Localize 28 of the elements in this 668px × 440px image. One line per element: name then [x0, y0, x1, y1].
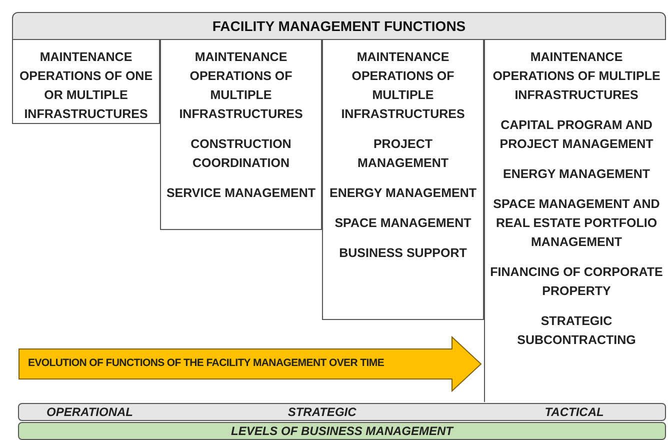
level-text: OPERATIONAL — [46, 404, 133, 421]
arrow-band — [18, 336, 482, 392]
column-box — [12, 40, 160, 124]
function-text: FINANCING OF CORPORATE PROPERTY — [489, 264, 664, 300]
bar-text: LEVELS OF BUSINESS MANAGEMENT — [230, 423, 454, 440]
level-text: STRATEGIC — [288, 404, 356, 421]
function-text: MAINTENANCE OPERATIONS OF MULTIPLE INFRASTRUCTURES — [178, 49, 304, 123]
function-text: ENERGY MANAGEMENT — [329, 185, 476, 202]
function-text: CONSTRUCTION COORDINATION — [190, 136, 292, 172]
function-text: PROJECT MANAGEMENT — [356, 136, 450, 172]
levels-bar — [18, 403, 666, 421]
function-text: CAPITAL PROGRAM AND PROJECT MANAGEMENT — [498, 117, 654, 153]
function-text: SPACE MANAGEMENT — [334, 215, 472, 232]
level-text: TACTICAL — [544, 404, 604, 421]
function-text: SERVICE MANAGEMENT — [166, 185, 316, 202]
function-text: STRATEGIC SUBCONTRACTING — [516, 313, 637, 349]
function-text: BUSINESS SUPPORT — [339, 245, 467, 262]
arrow-text: EVOLUTION OF FUNCTIONS OF THE FACILITY MANAGEMENT OVER TIME — [28, 356, 384, 372]
function-text: ENERGY MANAGEMENT — [502, 166, 650, 183]
function-text: MAINTENANCE OPERATIONS OF ONE OR MULTIPLE INFRASTRUCTURES — [18, 49, 154, 123]
function-text: SPACE MANAGEMENT AND REAL ESTATE PORTFOLIO MANAGEMENT — [492, 196, 661, 251]
column-box — [322, 40, 484, 320]
title-text: FACILITY MANAGEMENT FUNCTIONS — [212, 16, 466, 36]
title-bar — [12, 12, 666, 40]
column-box — [160, 40, 322, 230]
function-text: MAINTENANCE OPERATIONS OF MULTIPLE INFRASTRUCTURES — [492, 49, 662, 104]
function-text: MAINTENANCE OPERATIONS OF MULTIPLE INFRASTRUCTURES — [340, 49, 466, 123]
label-bar — [18, 422, 666, 440]
